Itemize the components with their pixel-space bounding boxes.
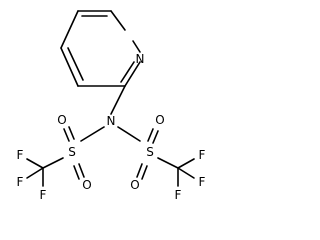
atom-f-left-2: F: [17, 175, 24, 189]
atom-s-right: S: [146, 145, 154, 159]
bond-ring-3: [124, 61, 141, 87]
bond-c-f-left-2: [26, 167, 44, 179]
bond-ring-6: [60, 10, 79, 49]
atom-n-pyridine: N: [136, 52, 145, 66]
bond-ring-3-inner: [120, 61, 135, 83]
structure-diagram: N N S S O O O O F F F F F F: [17, 10, 206, 202]
bond-s-o-right-lower-a: [136, 163, 143, 178]
bond-c-f-right-2: [177, 167, 195, 179]
bond-s-o-left-lower-a: [78, 163, 85, 178]
atom-o-left-upper: O: [57, 113, 66, 127]
bond-ring-2: [110, 10, 126, 31]
bond-s-o-left-upper-a: [63, 128, 70, 142]
bond-ring-5-inner: [67, 47, 84, 81]
bond-n-s-right: [117, 126, 141, 142]
bond-c-f-right-1: [177, 158, 195, 169]
bond-s-o-right-lower-b: [141, 165, 148, 180]
bond-c-n: [110, 85, 126, 115]
atom-labels: N N S S O O O O F F F F F F: [17, 52, 206, 202]
bonds: [26, 10, 195, 187]
bond-ring-5: [60, 47, 79, 87]
atom-f-left-3: F: [40, 188, 47, 202]
atom-o-right-upper: O: [155, 113, 164, 127]
bond-s-o-left-lower-b: [73, 165, 80, 180]
atom-s-left: S: [68, 145, 76, 159]
atom-f-right-3: F: [175, 188, 182, 202]
atom-f-right-1: F: [199, 148, 206, 162]
bond-ring-n: [132, 40, 141, 53]
atom-f-right-2: F: [199, 175, 206, 189]
bond-s-c-right: [157, 157, 179, 169]
bond-n-s-left: [80, 126, 105, 142]
bond-s-c-left: [42, 157, 64, 169]
bond-c-f-left-1: [26, 158, 44, 169]
bond-s-o-left-upper-b: [68, 126, 75, 140]
atom-n-amine: N: [107, 114, 116, 128]
atom-f-left-1: F: [17, 148, 24, 162]
atom-o-right-lower: O: [130, 178, 139, 192]
atom-o-left-lower: O: [82, 178, 91, 192]
bond-s-o-right-upper-b: [152, 130, 159, 144]
bond-s-o-right-upper-a: [147, 128, 154, 142]
